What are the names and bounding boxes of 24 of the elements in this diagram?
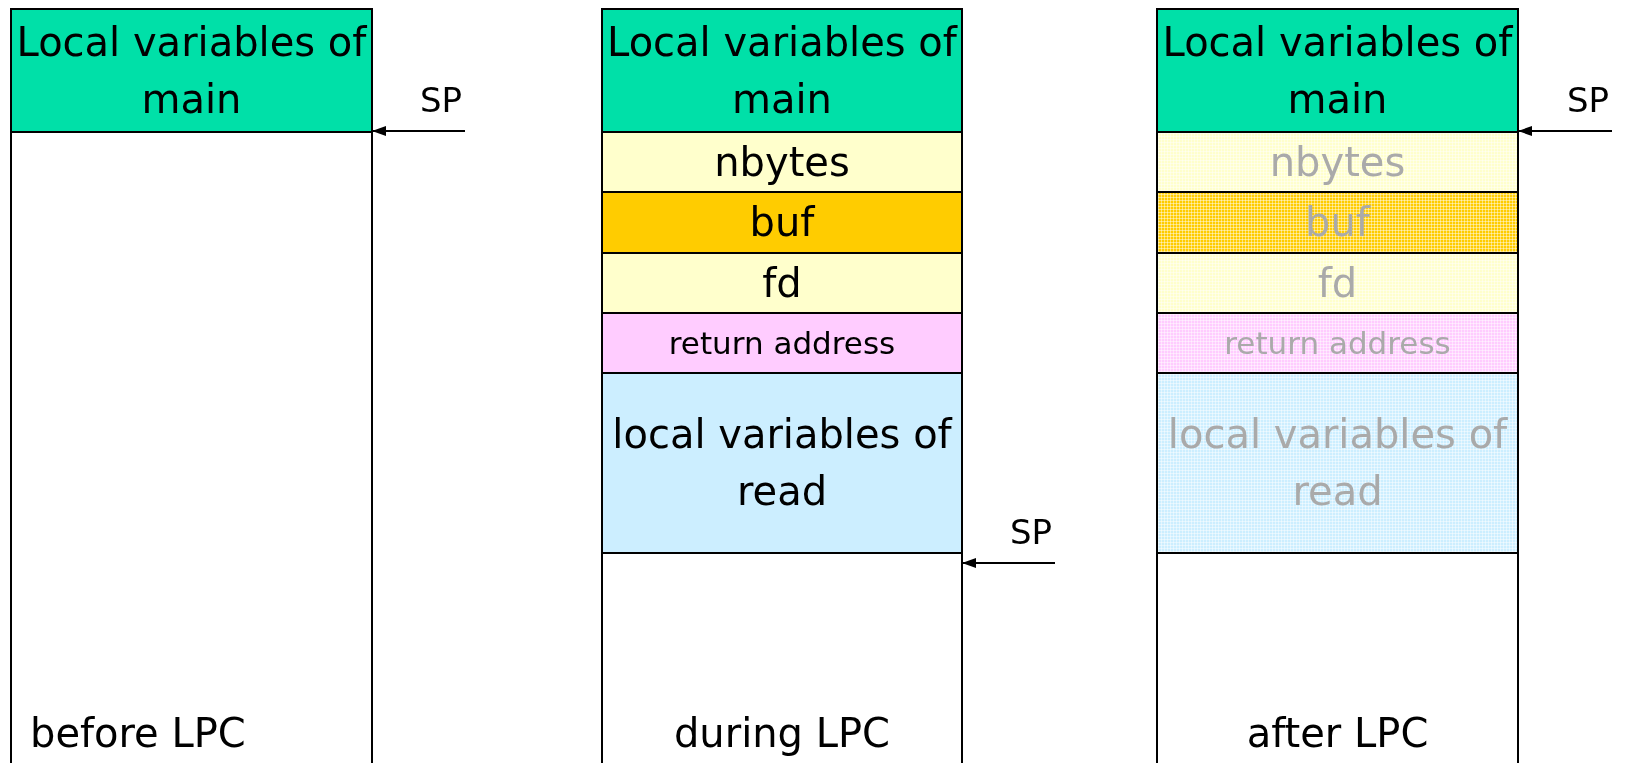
header-cell: Local variables of main [1158,10,1517,133]
column-caption: after LPC [1245,709,1430,758]
column-caption: during LPC [672,709,892,758]
stack-column [1156,8,1519,763]
stack-cell: fd [603,254,961,314]
faded-stack-cell: fd [1158,254,1517,314]
faded-stack-cell: nbytes [1158,133,1517,193]
stack-pointer-label: SP [413,80,469,131]
column-caption: before LPC [30,709,246,758]
pointer-arrow [962,558,1056,568]
pointer-arrow [372,126,466,136]
stack-cell: nbytes [603,133,961,193]
stack-cell: return address [603,314,961,374]
header-cell: Local variables of main [12,10,371,133]
stack-pointer-label: SP [1560,80,1616,131]
stack-cell: buf [603,193,961,254]
faded-stack-cell: buf [1158,193,1517,254]
faded-stack-cell: local variables of read [1158,374,1517,554]
stack-column [601,8,963,763]
stack-pointer-label: SP [1003,512,1059,563]
stack-column [10,8,373,763]
faded-stack-cell: return address [1158,314,1517,374]
pointer-arrow [1518,126,1613,136]
stack-cell: local variables of read [603,374,961,554]
